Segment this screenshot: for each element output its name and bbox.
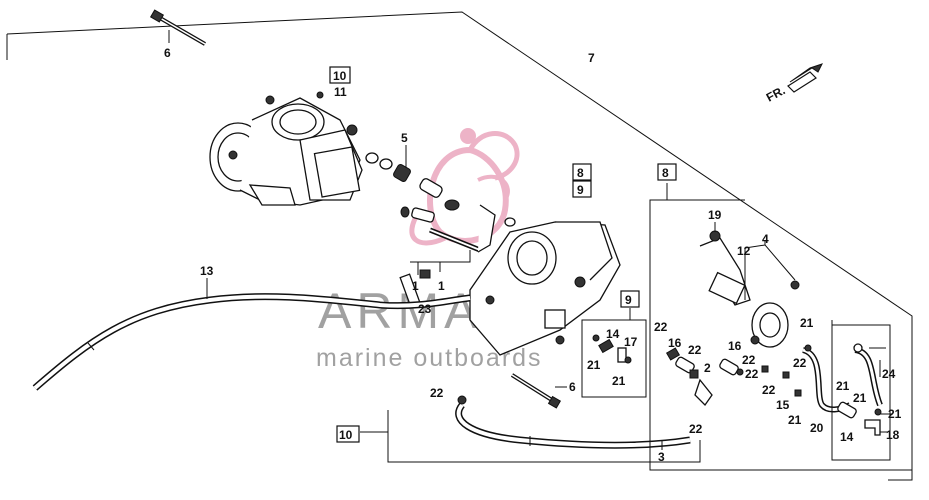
callout-c21c: 21 — [800, 316, 814, 330]
group-9-frame — [581, 308, 647, 398]
callout-c7: 7 — [588, 51, 595, 65]
box-callout-9-b — [620, 290, 640, 308]
carburetor-right — [469, 221, 621, 356]
assembly-outline — [6, 11, 913, 481]
carburetor-left — [209, 91, 363, 206]
callout-c15: 15 — [776, 398, 790, 412]
callout-c21d: 21 — [788, 413, 802, 427]
callout-c8b: 8 — [662, 166, 669, 180]
callout-c16b: 16 — [728, 339, 742, 353]
callout-c21f: 21 — [853, 391, 867, 405]
callout-c21e: 21 — [836, 379, 850, 393]
callout-c6a: 6 — [164, 46, 171, 60]
callout-c5: 5 — [401, 131, 408, 145]
linkage-parts — [399, 204, 516, 307]
callout-c22g: 22 — [430, 386, 444, 400]
fittings-group-9 — [592, 334, 632, 364]
callout-c3: 3 — [658, 450, 665, 464]
callout-c12: 12 — [737, 244, 751, 258]
callout-c22a: 22 — [654, 320, 668, 334]
front-arrow-icon — [787, 63, 823, 93]
callout-c16a: 16 — [668, 336, 682, 350]
callout-c17: 17 — [624, 335, 638, 349]
box-callout-9-a — [572, 180, 592, 198]
callout-c10a: 10 — [333, 69, 347, 83]
callout-c2: 2 — [704, 361, 711, 375]
callout-c8a: 8 — [577, 166, 584, 180]
hose-13 — [32, 293, 471, 391]
callout-c24: 24 — [882, 367, 896, 381]
callout-c18: 18 — [886, 428, 900, 442]
callout-c22h: 22 — [689, 422, 703, 436]
callout-c22d: 22 — [793, 356, 807, 370]
callout-c19: 19 — [708, 208, 722, 222]
callout-c23: 23 — [418, 302, 432, 316]
callout-c9b: 9 — [625, 293, 632, 307]
callout-c4: 4 — [762, 232, 769, 246]
small-fittings — [665, 343, 883, 436]
group-20-24-frame — [831, 320, 891, 461]
callout-c21g: 21 — [888, 407, 902, 421]
bolt-6-bottom — [510, 373, 562, 409]
callout-c9a: 9 — [577, 183, 584, 197]
box-callout-10-bottom — [336, 425, 360, 443]
front-label: FR. — [764, 83, 788, 104]
callout-c20: 20 — [810, 421, 824, 435]
callout-c22e: 22 — [745, 367, 759, 381]
hose-3 — [455, 395, 691, 449]
box-callout-8-a — [572, 163, 592, 181]
valve-assembly — [699, 230, 800, 348]
box-callout-8-b — [657, 163, 677, 181]
bolt-6-top — [149, 9, 207, 46]
callout-c22b: 22 — [688, 343, 702, 357]
callout-c14a: 14 — [606, 327, 620, 341]
callout-c14b: 14 — [840, 430, 854, 444]
box-callout-10-top — [329, 66, 351, 84]
callout-c11: 11 — [334, 85, 347, 99]
callout-c1b: 1 — [438, 279, 445, 293]
callout-c13: 13 — [200, 264, 214, 278]
callout-c1a: 1 — [412, 279, 419, 293]
callout-c22c: 22 — [742, 353, 756, 367]
callout-c21b: 21 — [612, 374, 626, 388]
callout-c21a: 21 — [587, 358, 601, 372]
callout-c6b: 6 — [569, 380, 576, 394]
callout-c10b: 10 — [339, 428, 353, 442]
callout-c22f: 22 — [762, 383, 776, 397]
